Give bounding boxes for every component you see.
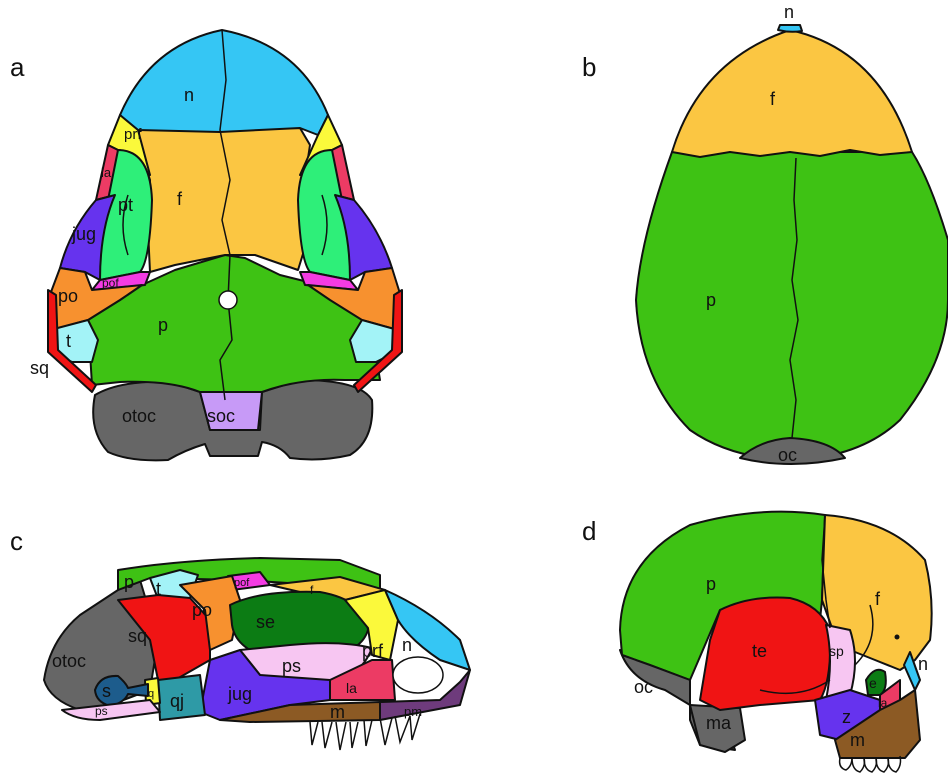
c-label-qj: qj bbox=[170, 691, 184, 711]
a-label-jug: jug bbox=[71, 224, 96, 244]
b-nasal bbox=[778, 25, 802, 32]
b-frontal bbox=[672, 30, 912, 157]
d-label-z: z bbox=[842, 707, 851, 727]
c-label-pof: pof bbox=[234, 577, 250, 589]
c-label-n: n bbox=[402, 635, 412, 655]
c-label-sq: sq bbox=[128, 626, 147, 646]
c-label-jug: jug bbox=[227, 684, 252, 704]
c-label-prf: prf bbox=[362, 641, 384, 661]
d-label-te: te bbox=[752, 641, 767, 661]
c-label-ps-lower: ps bbox=[95, 704, 108, 718]
a-label-po: po bbox=[58, 286, 78, 306]
c-label-t: t bbox=[156, 579, 161, 599]
panel-a-skull bbox=[48, 30, 402, 460]
d-label-p: p bbox=[706, 574, 716, 594]
a-label-sq: sq bbox=[30, 358, 49, 378]
d-label-la: la bbox=[878, 696, 888, 710]
a-pineal-foramen bbox=[219, 291, 237, 309]
a-frontal bbox=[138, 128, 312, 272]
panel-d-skull bbox=[620, 512, 932, 772]
c-label-s: s bbox=[102, 681, 111, 701]
c-label-pm: pm bbox=[404, 704, 422, 719]
d-label-oc: oc bbox=[634, 677, 653, 697]
b-label-n: n bbox=[784, 2, 794, 22]
c-label-p: p bbox=[124, 572, 134, 592]
c-label-po: po bbox=[192, 600, 212, 620]
c-label-ps-upper: ps bbox=[282, 656, 301, 676]
d-label-n: n bbox=[918, 654, 928, 674]
a-label-p: p bbox=[158, 315, 168, 335]
panel-b-skull bbox=[636, 25, 948, 464]
d-label-ma: ma bbox=[706, 713, 732, 733]
a-label-pof: pof bbox=[102, 276, 119, 290]
b-label-p: p bbox=[706, 290, 716, 310]
b-label-oc: oc bbox=[778, 445, 797, 465]
a-label-soc: soc bbox=[207, 406, 235, 426]
a-label-pt: pt bbox=[118, 195, 133, 215]
b-parietal bbox=[636, 152, 948, 460]
c-label-q: q bbox=[148, 688, 154, 700]
d-label-e: e bbox=[869, 675, 877, 691]
d-label-sp: sp bbox=[829, 643, 844, 659]
c-nostril bbox=[393, 657, 443, 693]
c-label-la: la bbox=[346, 680, 357, 696]
d-foramen bbox=[895, 635, 900, 640]
a-label-la: la bbox=[101, 165, 112, 180]
c-label-se: se bbox=[256, 612, 275, 632]
a-label-t: t bbox=[66, 331, 71, 351]
d-sphenoid bbox=[826, 625, 855, 700]
a-label-otoc: otoc bbox=[122, 406, 156, 426]
d-label-m: m bbox=[850, 730, 865, 750]
c-label-otoc: otoc bbox=[52, 651, 86, 671]
a-label-prf: prf bbox=[124, 126, 142, 143]
a-label-n: n bbox=[184, 85, 194, 105]
c-label-m: m bbox=[330, 702, 345, 722]
